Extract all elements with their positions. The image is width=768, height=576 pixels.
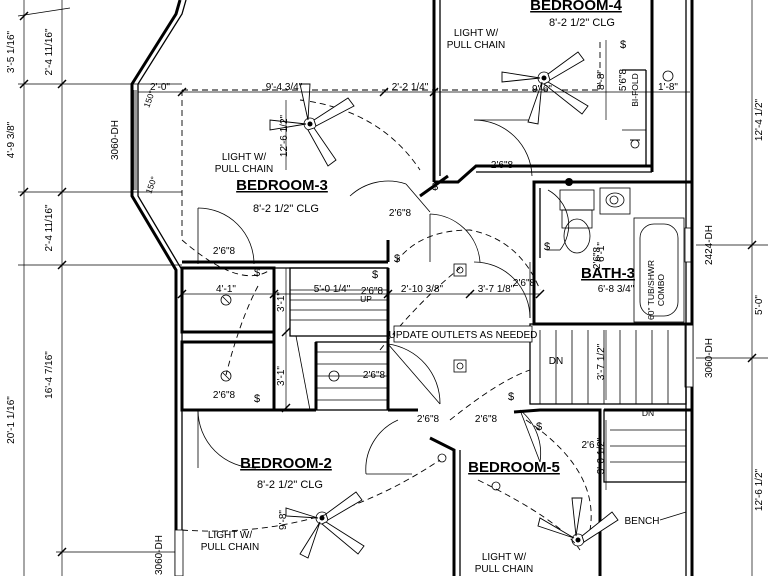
bedroom-4-light-line1: LIGHT W/ bbox=[454, 28, 498, 39]
bedroom-2-title: BEDROOM-2 bbox=[240, 455, 332, 472]
right-dimension-lines bbox=[696, 0, 768, 576]
svg-text:$: $ bbox=[536, 421, 542, 433]
door-size-9: 2'6"8 bbox=[361, 286, 384, 297]
door-size-4: 2'6"8 bbox=[513, 278, 536, 289]
door-size-11: 5'6"8 bbox=[618, 68, 629, 91]
bedroom-5-light-line2: PULL CHAIN bbox=[475, 564, 534, 575]
door-size-10: 2'6"8 bbox=[592, 246, 603, 269]
dim-right-1: 12'-4 1/2" bbox=[754, 98, 765, 141]
bedroom-4-fan-dim: 9'-6" bbox=[532, 84, 552, 95]
bedroom-2-light-line2: PULL CHAIN bbox=[201, 542, 260, 553]
dim-3-1b: 3'-1" bbox=[276, 366, 287, 386]
bedroom-5-title: BEDROOM-5 bbox=[468, 459, 560, 476]
dim-2-0: 2'-0" bbox=[150, 82, 170, 93]
bath-3-title: BATH-3 bbox=[581, 265, 635, 282]
bedroom-4-ceiling: 8'-2 1/2" CLG bbox=[549, 17, 615, 29]
door-swings bbox=[197, 119, 570, 475]
svg-text:$: $ bbox=[508, 391, 514, 403]
bedroom-3-title: BEDROOM-3 bbox=[236, 177, 328, 194]
interior-walls bbox=[180, 0, 694, 576]
dim-3-7a: 3'-7 1/8" bbox=[478, 284, 515, 295]
svg-text:$: $ bbox=[432, 181, 438, 193]
bench-label: BENCH bbox=[624, 516, 659, 527]
bath-3-width: 6'-8 3/4" bbox=[598, 284, 635, 295]
svg-text:$: $ bbox=[620, 39, 626, 51]
dim-8-8: 8'-8" bbox=[596, 70, 607, 90]
dim-left-4: 2'-4 11/16" bbox=[44, 204, 55, 251]
svg-text:$: $ bbox=[544, 241, 550, 253]
bedroom-4-light-line2: PULL CHAIN bbox=[447, 40, 506, 51]
dim-left-6: 20'-1 1/16" bbox=[6, 396, 17, 444]
bedroom-5-light-line1: LIGHT W/ bbox=[482, 552, 526, 563]
door-size-6: 2'6"8 bbox=[363, 370, 386, 381]
dim-3-1a: 3'-1" bbox=[276, 292, 287, 312]
dim-2-2: 2'-2 1/4" bbox=[392, 82, 429, 93]
stair-treads bbox=[290, 289, 686, 463]
switch-symbols: $ $ $ $ $ $ $ $ $ bbox=[254, 39, 626, 433]
fixtures-lights bbox=[220, 70, 674, 491]
dim-left-1: 3'-5 1/16" bbox=[6, 30, 17, 73]
stair-down-label: DN bbox=[549, 356, 563, 367]
interior-dimension-lines bbox=[138, 40, 690, 490]
bedroom-2-light-line1: LIGHT W/ bbox=[208, 530, 252, 541]
door-size-5: 2'6"8 bbox=[213, 390, 236, 401]
dim-6-1: 6'-1" bbox=[596, 242, 607, 262]
stair-down-label-2: DN bbox=[642, 408, 654, 418]
bedroom-2-ceiling: 8'-2 1/2" CLG bbox=[257, 479, 323, 491]
dim-left-2: 2'-4 11/16" bbox=[44, 28, 55, 75]
bedroom-4-title: BEDROOM-4 bbox=[530, 0, 622, 14]
dim-left-3: 4'-9 3/8" bbox=[6, 121, 17, 158]
outlet-note: UPDATE OUTLETS AS NEEDED bbox=[389, 330, 538, 341]
ceiling-fan-bedroom-5 bbox=[537, 497, 619, 547]
svg-text:$: $ bbox=[254, 393, 260, 405]
dim-right-3: 12'-6 1/2" bbox=[754, 468, 765, 511]
ceiling-fan-bedroom-2 bbox=[285, 491, 365, 559]
door-size-8: 2'6"8 bbox=[475, 414, 498, 425]
door-size-2: 2'6"8 bbox=[389, 208, 412, 219]
dim-1-8: 1'-8" bbox=[658, 82, 678, 93]
door-size-12: 2'6 bbox=[581, 440, 594, 451]
dim-left-5: 16'-4 7/16" bbox=[44, 351, 55, 399]
svg-text:$: $ bbox=[372, 269, 378, 281]
bedroom-2-fan-dim: 9'-8" bbox=[278, 510, 289, 530]
window-tag-2: 3060-DH bbox=[154, 535, 165, 575]
dim-right-2: 5'-0" bbox=[754, 295, 765, 315]
door-size-3: 2'6"8 bbox=[491, 160, 514, 171]
bedroom-3-fan-dim: 12'-6 1/2" bbox=[279, 114, 290, 157]
dim-2-10: 2'-10 3/8" bbox=[401, 284, 444, 295]
window-tag-1: 3060-DH bbox=[110, 120, 121, 160]
door-size-7: 2'6"8 bbox=[417, 414, 440, 425]
window-tag-4: 3060-DH bbox=[704, 338, 715, 378]
dim-3-0: 3'-0 1/2" bbox=[596, 437, 607, 474]
dim-4-1: 4'-1" bbox=[216, 284, 236, 295]
ceiling-fan-bedroom-3 bbox=[269, 83, 355, 167]
left-dimension-lines bbox=[17, 0, 182, 576]
bench-leader bbox=[659, 511, 687, 521]
window-tag-3: 2424-DH bbox=[704, 225, 715, 265]
stair-up-label: UP bbox=[360, 294, 372, 304]
tub-label-line2: COMBO bbox=[656, 274, 666, 307]
dim-3-7b: 3'-7 1/2" bbox=[596, 343, 607, 380]
dim-5-0: 5'-0 1/4" bbox=[314, 284, 351, 295]
tub-label-line1: 60" TUB/SHWR bbox=[646, 260, 656, 320]
bedroom-3-light-line1: LIGHT W/ bbox=[222, 152, 266, 163]
bedroom-3-width: 9'-4 3/4" bbox=[266, 82, 303, 93]
outlet-note-box bbox=[393, 325, 533, 343]
ceiling-fan-bedroom-4 bbox=[501, 51, 589, 125]
door-size-1: 2'6"8 bbox=[213, 246, 236, 257]
bedroom-3-ceiling: 8'-2 1/2" CLG bbox=[253, 203, 319, 215]
bedroom-3-light-line2: PULL CHAIN bbox=[215, 164, 274, 175]
svg-text:$: $ bbox=[394, 253, 400, 265]
bifold-label: BI-FOLD bbox=[630, 73, 640, 107]
bath-fixtures bbox=[559, 178, 685, 323]
svg-text:$: $ bbox=[254, 267, 260, 279]
